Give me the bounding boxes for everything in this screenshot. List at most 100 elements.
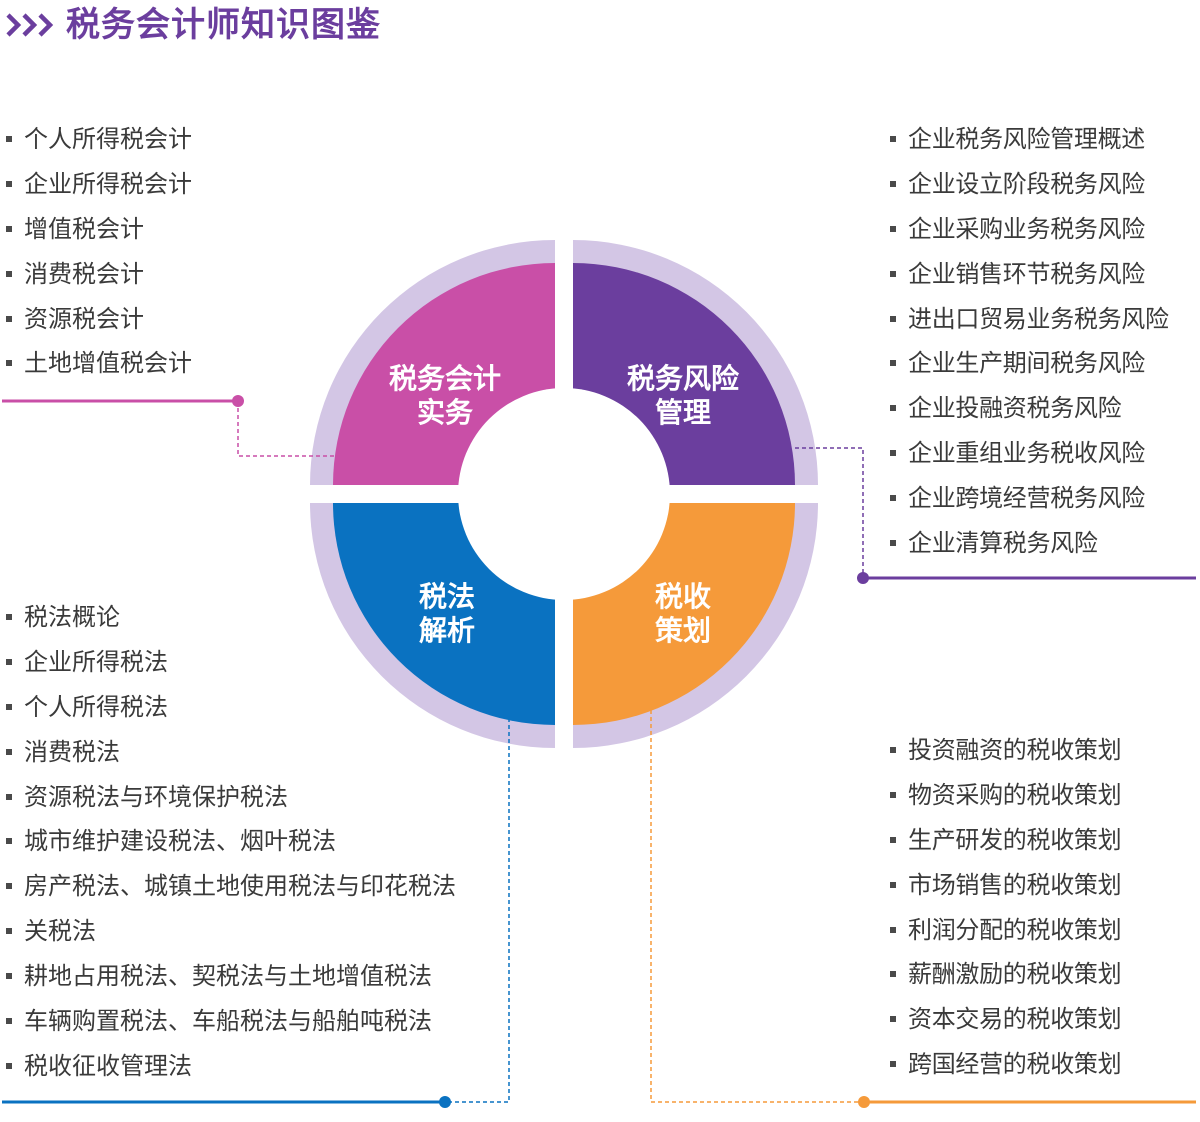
list-item-label: 增值税会计 <box>24 214 144 243</box>
list-item: 市场销售的税收策划 <box>890 870 1122 915</box>
list-item-label: 资源税会计 <box>24 304 144 333</box>
list-item-label: 企业所得税法 <box>24 647 168 676</box>
list-item: 个人所得税法 <box>6 692 456 737</box>
list-item-label: 企业投融资税务风险 <box>908 394 1122 423</box>
bullet-icon <box>890 540 896 547</box>
bullet-icon <box>890 136 896 142</box>
list-item-label: 市场销售的税收策划 <box>908 870 1122 899</box>
quadrant-label-risk-management: 税务风险 管理 <box>598 362 768 430</box>
bullet-icon <box>6 703 12 710</box>
list-item: 关税法 <box>6 916 456 961</box>
list-item: 土地增值税会计 <box>6 348 192 393</box>
list-item: 耕地占用税法、契税法与土地增值税法 <box>6 961 456 1006</box>
list-item: 企业生产期间税务风险 <box>890 348 1169 393</box>
list-item: 进出口贸易业务税务风险 <box>890 304 1169 349</box>
list-item-label: 消费税会计 <box>24 259 144 288</box>
bullet-icon <box>6 973 12 980</box>
page-header: 税务会计师知识图鉴 <box>0 0 381 50</box>
list-item-label: 土地增值税会计 <box>24 349 192 378</box>
list-item-label: 物资采购的税收策划 <box>908 780 1122 809</box>
bullet-icon <box>6 180 12 187</box>
bullet-icon <box>890 1016 896 1023</box>
list-item: 薪酬激励的税收策划 <box>890 959 1122 1004</box>
list-item-label: 个人所得税法 <box>24 692 168 721</box>
quadrant-label-line: 税务会计 <box>388 362 501 395</box>
quadrant-label-tax-planning: 税收 策划 <box>598 580 768 648</box>
connector-dot-tax-planning <box>858 1096 870 1108</box>
list-item: 物资采购的税收策划 <box>890 780 1122 825</box>
list-item: 企业销售环节税务风险 <box>890 259 1169 304</box>
list-item-label: 个人所得税会计 <box>24 125 192 153</box>
bullet-icon <box>6 225 12 232</box>
list-item: 企业所得税法 <box>6 647 456 692</box>
bullet-icon <box>890 225 896 232</box>
quadrant-label-line: 税收 <box>654 580 711 613</box>
list-item: 企业设立阶段税务风险 <box>890 169 1169 214</box>
list-item-label: 薪酬激励的税收策划 <box>908 960 1122 989</box>
list-item-label: 利润分配的税收策划 <box>908 915 1122 944</box>
list-item-label: 耕地占用税法、契税法与土地增值税法 <box>24 962 432 991</box>
quadrant-label-line: 税法 <box>418 580 475 613</box>
quadrant-label-tax-law: 税法 解析 <box>362 580 532 648</box>
bullet-icon <box>6 883 12 890</box>
list-item: 企业跨境经营税务风险 <box>890 483 1169 528</box>
page-title: 税务会计师知识图鉴 <box>66 5 381 45</box>
chevron-triple-right-icon <box>6 13 54 37</box>
list-item-label: 关税法 <box>24 917 96 946</box>
list-item: 城市维护建设税法、烟叶税法 <box>6 826 456 871</box>
list-tax-accounting: 个人所得税会计 企业所得税会计 增值税会计 消费税会计 资源税会计 土地增值税会… <box>6 124 192 393</box>
quadrant-label-tax-accounting: 税务会计 实务 <box>360 362 530 430</box>
bullet-icon <box>6 928 12 935</box>
list-item: 生产研发的税收策划 <box>890 825 1122 870</box>
bullet-icon <box>6 1062 12 1069</box>
bullet-icon <box>6 838 12 845</box>
list-item: 资源税会计 <box>6 304 192 349</box>
bullet-icon <box>890 836 896 843</box>
list-item-label: 进出口贸易业务税务风险 <box>908 304 1169 333</box>
list-item: 税法概论 <box>6 602 456 647</box>
list-item-label: 房产税法、城镇土地使用税法与印花税法 <box>24 872 456 901</box>
list-item: 税收征收管理法 <box>6 1051 456 1096</box>
list-item-label: 消费税法 <box>24 737 120 766</box>
bullet-icon <box>890 747 896 753</box>
list-item-label: 跨国经营的税收策划 <box>908 1050 1122 1079</box>
bullet-icon <box>890 180 896 187</box>
list-item-label: 车辆购置税法、车船税法与船舶吨税法 <box>24 1007 432 1036</box>
list-item-label: 城市维护建设税法、烟叶税法 <box>24 827 336 856</box>
quadrant-label-line: 税务风险 <box>626 362 739 395</box>
list-item: 企业采购业务税务风险 <box>890 214 1169 259</box>
bullet-icon <box>6 136 12 142</box>
list-item: 资本交易的税收策划 <box>890 1004 1122 1049</box>
bullet-icon <box>890 791 896 798</box>
list-item-label: 资源税法与环境保护税法 <box>24 782 288 811</box>
list-item: 房产税法、城镇土地使用税法与印花税法 <box>6 871 456 916</box>
quadrant-label-line: 实务 <box>416 396 473 429</box>
list-item-label: 资本交易的税收策划 <box>908 1005 1122 1034</box>
quadrant-label-line: 策划 <box>654 614 711 647</box>
connector-dot-tax-law <box>439 1096 451 1108</box>
list-item: 消费税会计 <box>6 259 192 304</box>
list-item-label: 税法概论 <box>24 603 120 631</box>
bullet-icon <box>890 971 896 978</box>
quadrant-label-line: 管理 <box>654 396 711 429</box>
list-item: 企业重组业务税收风险 <box>890 438 1169 483</box>
connector-dash-risk-management <box>795 447 864 578</box>
list-item-label: 企业所得税会计 <box>24 169 192 198</box>
list-item: 企业税务风险管理概述 <box>890 124 1169 169</box>
list-item: 消费税法 <box>6 737 456 782</box>
wheel-center <box>458 388 670 600</box>
list-item-label: 企业税务风险管理概述 <box>908 125 1145 153</box>
list-item-label: 企业清算税务风险 <box>908 529 1098 558</box>
list-item: 企业所得税会计 <box>6 169 192 214</box>
list-item: 企业清算税务风险 <box>890 528 1169 573</box>
bullet-icon <box>890 1061 896 1068</box>
list-item: 车辆购置税法、车船税法与船舶吨税法 <box>6 1006 456 1051</box>
bullet-icon <box>890 881 896 888</box>
list-item-label: 税收征收管理法 <box>24 1051 192 1080</box>
bullet-icon <box>890 360 896 367</box>
list-item: 资源税法与环境保护税法 <box>6 782 456 827</box>
bullet-icon <box>890 495 896 502</box>
bullet-icon <box>6 270 12 277</box>
quadrant-label-line: 解析 <box>418 614 475 647</box>
